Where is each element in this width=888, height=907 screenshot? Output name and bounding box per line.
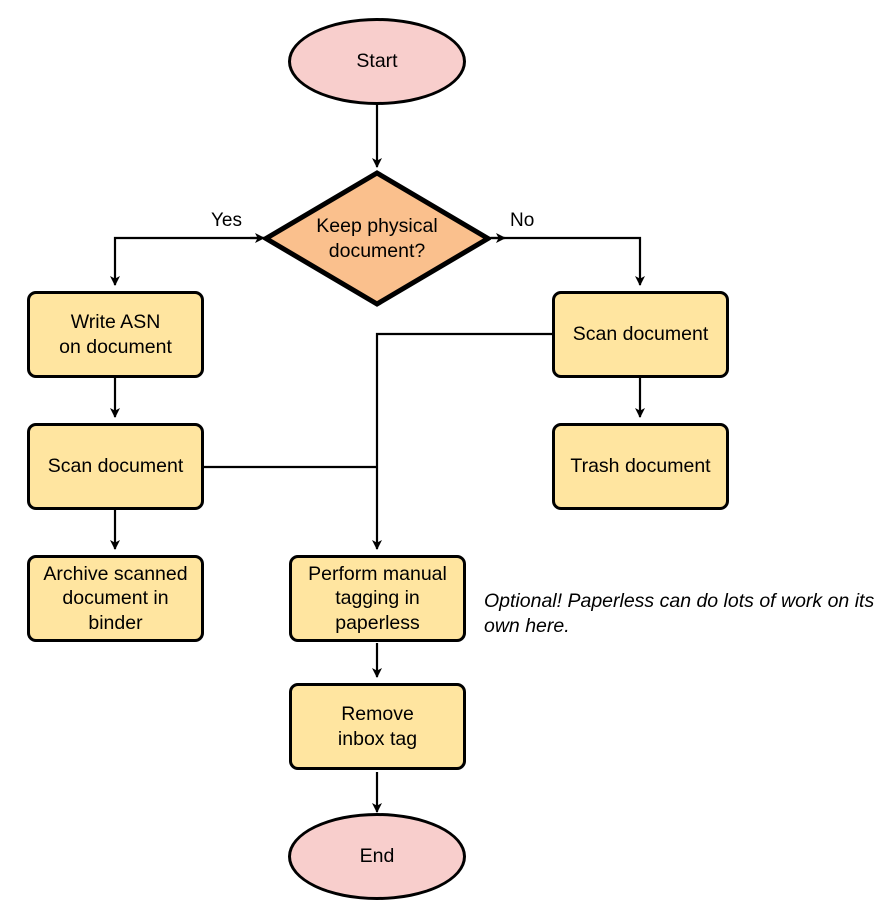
node-remove-inbox-tag-label: Remove inbox tag: [337, 702, 418, 750]
node-manual-tagging[interactable]: Perform manual tagging in paperless: [289, 555, 466, 642]
edge-no-to-scan-right: [490, 236, 645, 286]
node-decision-label: Keep physical document?: [316, 214, 438, 262]
node-scan-document-left[interactable]: Scan document: [27, 423, 204, 510]
edge-scan-right-to-tagging: [372, 332, 552, 550]
edge-label-no: No: [508, 210, 537, 232]
node-write-asn[interactable]: Write ASN on document: [27, 291, 204, 378]
node-archive-binder-label: Archive scanned document in binder: [43, 562, 188, 634]
node-scan-document-right-label: Scan document: [572, 323, 709, 346]
node-manual-tagging-label: Perform manual tagging in paperless: [308, 562, 447, 634]
node-trash-document-label: Trash document: [570, 455, 711, 478]
node-end-label: End: [359, 845, 395, 868]
edge-label-yes: Yes: [209, 210, 244, 232]
note-optional: Optional! Paperless can do lots of work …: [484, 590, 875, 638]
node-end[interactable]: End: [288, 813, 466, 900]
node-scan-document-right[interactable]: Scan document: [552, 291, 729, 378]
node-write-asn-label: Write ASN on document: [59, 310, 172, 358]
node-trash-document[interactable]: Trash document: [552, 423, 729, 510]
node-scan-document-left-label: Scan document: [47, 455, 184, 478]
edge-yes-to-write-asn: [110, 236, 265, 286]
node-remove-inbox-tag[interactable]: Remove inbox tag: [289, 683, 466, 770]
node-start[interactable]: Start: [288, 18, 466, 105]
decision-shape: [263, 170, 491, 307]
node-decision[interactable]: Keep physical document?: [263, 170, 491, 307]
node-archive-binder[interactable]: Archive scanned document in binder: [27, 555, 204, 642]
node-start-label: Start: [356, 50, 398, 73]
